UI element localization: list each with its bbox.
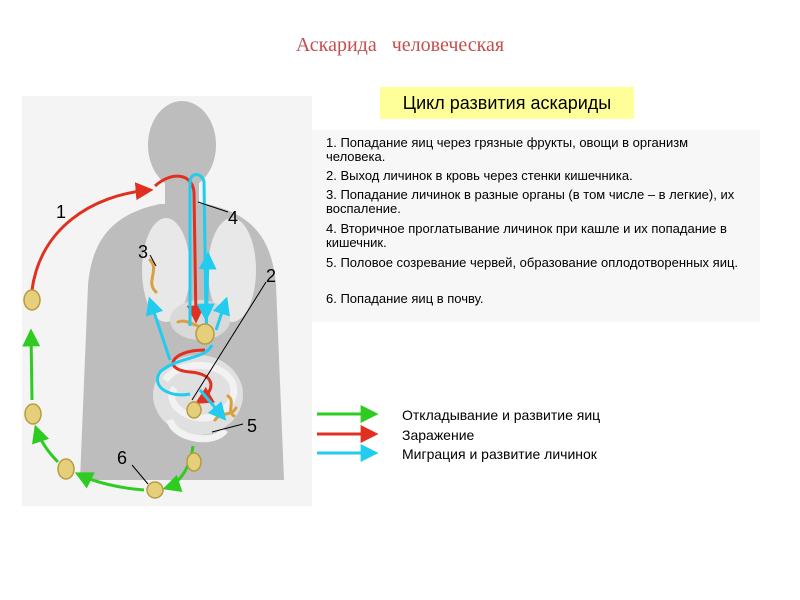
- cycle-title: Цикл развития аскариды: [380, 87, 634, 119]
- infection-arrows: [30, 174, 215, 404]
- egg-5: [186, 452, 202, 472]
- label-5: 5: [247, 416, 257, 436]
- label-2: 2: [266, 266, 276, 286]
- step-item-4: 4. Вторичное проглатывание личинок при к…: [326, 221, 727, 250]
- egg-4: [146, 481, 164, 499]
- label-1: 1: [56, 202, 66, 222]
- egg-3: [57, 458, 75, 480]
- step-item-6: 6. Попадание яиц в почву.: [326, 291, 484, 306]
- legend-label-egg-development: Откладывание и развитие яиц: [402, 407, 601, 423]
- egg-1: [23, 289, 41, 311]
- organs: [142, 218, 256, 443]
- legend-label-migration: Миграция и развитие личинок: [402, 446, 597, 462]
- egg-6: [195, 323, 215, 345]
- step-item-1: 1. Попадание яиц через грязные фрукты, о…: [326, 135, 689, 164]
- steps-list: 1. Попадание яиц через грязные фрукты, о…: [312, 130, 760, 322]
- egg-development-arrows: [22, 328, 195, 492]
- migration-arrows: [146, 173, 230, 421]
- eggs: [23, 289, 215, 499]
- egg-7: [186, 401, 202, 419]
- legend-label-infection: Заражение: [402, 427, 475, 443]
- egg-2: [24, 403, 42, 425]
- label-4: 4: [228, 208, 238, 228]
- leader-lines: [131, 201, 267, 485]
- slide-title: Аскарида человеческая: [295, 34, 505, 56]
- label-6: 6: [117, 448, 127, 468]
- step-item-5: 5. Половое созревание червей, образовани…: [326, 255, 739, 270]
- legend-arrows: [317, 405, 379, 462]
- step-item-3: 3. Попадание личинок в разные органы (в …: [326, 187, 735, 216]
- label-3: 3: [138, 242, 148, 262]
- step-item-2: 2. Выход личинок в кровь через стенки ки…: [326, 168, 633, 183]
